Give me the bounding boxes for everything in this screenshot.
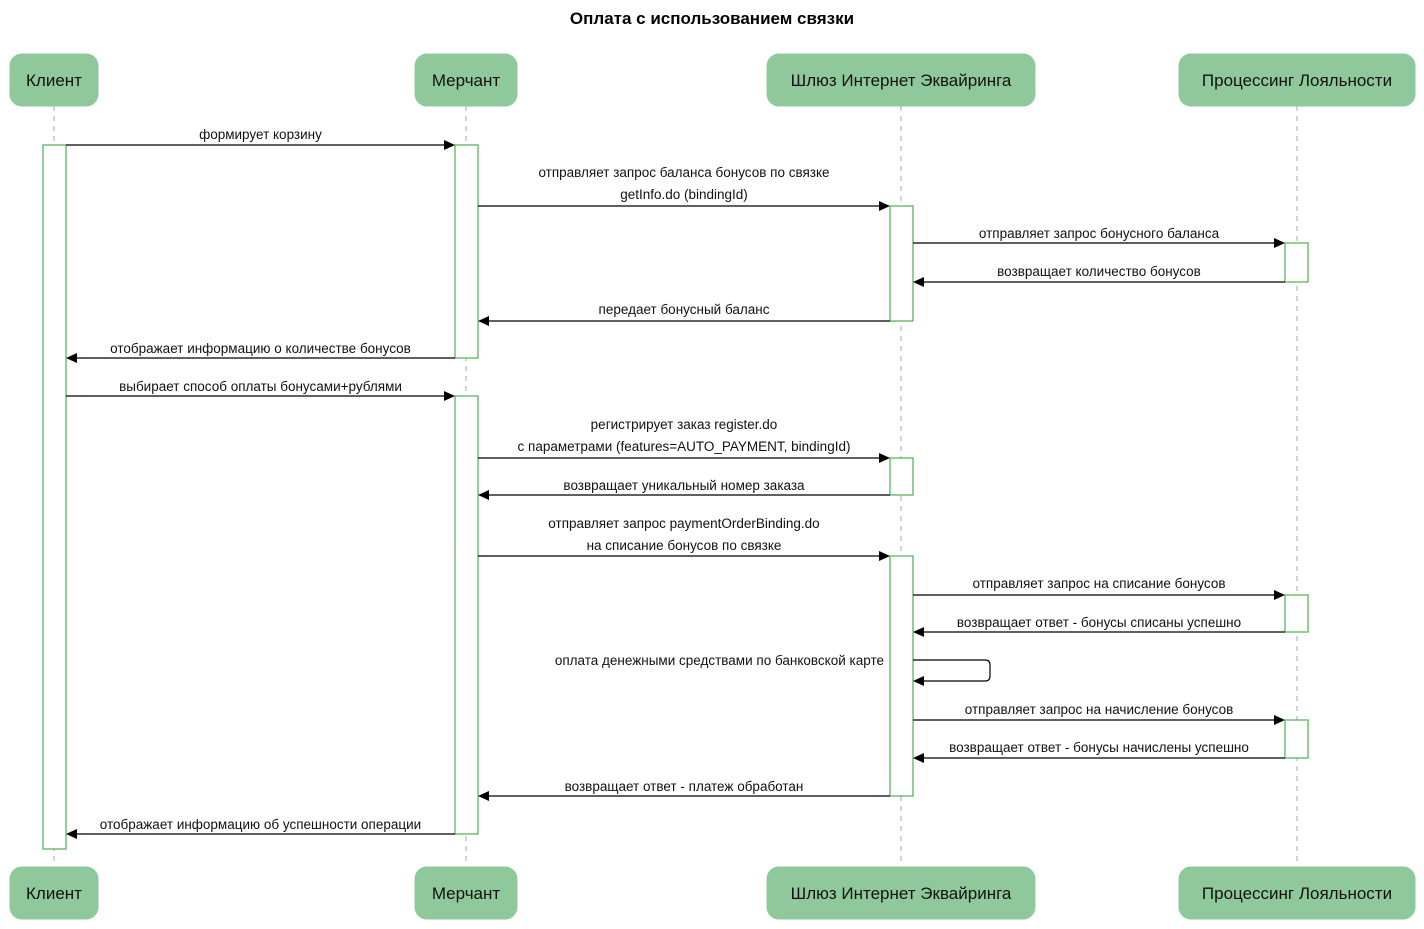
participants-top: Клиент Мерчант Шлюз Интернет Эквайринга Про… <box>9 53 1416 107</box>
message-13: оплата денежными средствами по банковско… <box>555 653 991 686</box>
message-4: возвращает количество бонусов <box>913 264 1285 287</box>
message-label: передает бонусный баланс <box>599 302 770 317</box>
participant-label: Мерчант <box>432 71 501 90</box>
message-2: отправляет запрос баланса бонусов по свя… <box>478 165 890 211</box>
activation-bar-gateway <box>889 205 914 322</box>
participant-loyalty-bottom: Процессинг Лояльности <box>1178 866 1416 920</box>
message-label: на списание бонусов по связке <box>587 538 782 553</box>
participant-label: Шлюз Интернет Эквайринга <box>791 71 1012 90</box>
participant-box <box>9 866 99 920</box>
message-3: отправляет запрос бонусного баланса <box>913 226 1285 248</box>
participant-client-bottom: Клиент <box>9 866 99 920</box>
message-6: отображает информацию о количестве бонус… <box>66 341 455 363</box>
arrow-head <box>1274 590 1285 600</box>
participant-box <box>414 866 518 920</box>
arrow-head <box>1274 715 1285 725</box>
self-message-arrow <box>913 659 991 682</box>
message-15: возвращает ответ - бонусы начислены успе… <box>913 740 1285 763</box>
participant-merchant-top: Мерчант <box>414 53 518 107</box>
message-label: отправляет запрос на списание бонусов <box>973 576 1226 591</box>
participants-bottom: Клиент Мерчант Шлюз Интернет Эквайринга Про… <box>9 866 1416 920</box>
participant-gateway-top: Шлюз Интернет Эквайринга <box>766 53 1036 107</box>
message-label: выбирает способ оплаты бонусами+рублями <box>119 379 402 394</box>
message-16: возвращает ответ - платеж обработан <box>478 779 890 801</box>
arrow-head <box>66 353 77 363</box>
message-11: отправляет запрос на списание бонусов <box>913 576 1285 600</box>
participant-label: Мерчант <box>432 884 501 903</box>
arrow-head <box>913 277 924 287</box>
participant-box <box>414 53 518 107</box>
participant-label: Шлюз Интернет Эквайринга <box>791 884 1012 903</box>
arrow-head <box>879 201 890 211</box>
activations <box>42 144 1309 850</box>
arrow-head <box>66 829 77 839</box>
arrow-head <box>879 551 890 561</box>
participant-client-top: Клиент <box>9 53 99 107</box>
arrow-head <box>444 140 455 150</box>
participant-box <box>1178 53 1416 107</box>
arrow-head <box>444 391 455 401</box>
participant-label: Клиент <box>26 71 82 90</box>
message-14: отправляет запрос на начисление бонусов <box>913 702 1285 725</box>
participant-label: Процессинг Лояльности <box>1202 71 1392 90</box>
arrow-head <box>1274 238 1285 248</box>
arrow-head <box>478 791 489 801</box>
message-label: возвращает количество бонусов <box>997 264 1201 279</box>
activation-bar-loyalty <box>1284 719 1309 759</box>
message-1: формирует корзину <box>66 127 455 150</box>
participant-label: Процессинг Лояльности <box>1202 884 1392 903</box>
messages: формирует корзину отправляет запрос балан… <box>66 127 1285 839</box>
message-label: возвращает ответ - бонусы списаны успешн… <box>957 615 1241 630</box>
message-label: возвращает ответ - платеж обработан <box>565 779 804 794</box>
message-label: оплата денежными средствами по банковско… <box>555 653 884 668</box>
participant-box <box>766 53 1036 107</box>
arrow-head <box>879 453 890 463</box>
arrow-head <box>913 753 924 763</box>
participant-loyalty-top: Процессинг Лояльности <box>1178 53 1416 107</box>
message-label: отправляет запрос бонусного баланса <box>979 226 1220 241</box>
activation-bar-client <box>42 144 67 850</box>
participant-box <box>9 53 99 107</box>
message-label: отправляет запрос на начисление бонусов <box>965 702 1234 717</box>
message-9: возвращает уникальный номер заказа <box>478 478 890 500</box>
participant-gateway-bottom: Шлюз Интернет Эквайринга <box>766 866 1036 920</box>
message-label: отправляет запрос paymentOrderBinding.do <box>548 516 819 531</box>
participant-merchant-bottom: Мерчант <box>414 866 518 920</box>
message-label: отображает информацию о количестве бонус… <box>110 341 411 356</box>
message-10: отправляет запрос paymentOrderBinding.do… <box>478 516 890 561</box>
message-label: getInfo.do (bindingId) <box>620 187 748 202</box>
message-label: отправляет запрос баланса бонусов по свя… <box>538 165 829 180</box>
activation-bar-loyalty <box>1284 242 1309 283</box>
message-label: отображает информацию об успешности опер… <box>100 817 421 832</box>
message-label: возвращает ответ - бонусы начислены успе… <box>949 740 1249 755</box>
message-7: выбирает способ оплаты бонусами+рублями <box>66 379 455 401</box>
activation-bar-gateway <box>889 555 914 797</box>
message-label: с параметрами (features=AUTO_PAYMENT, bi… <box>518 439 851 454</box>
participant-box <box>1178 866 1416 920</box>
participant-box <box>766 866 1036 920</box>
diagram-title: Оплата с использованием связки <box>570 9 854 28</box>
arrow-head <box>913 627 924 637</box>
message-label: регистрирует заказ register.do <box>591 417 778 432</box>
arrow-head <box>478 490 489 500</box>
message-12: возвращает ответ - бонусы списаны успешн… <box>913 615 1285 637</box>
participant-label: Клиент <box>26 884 82 903</box>
activation-bar-merchant <box>454 144 479 359</box>
message-5: передает бонусный баланс <box>478 302 890 326</box>
message-17: отображает информацию об успешности опер… <box>66 817 455 839</box>
message-label: формирует корзину <box>199 127 322 142</box>
activation-bar-loyalty <box>1284 594 1309 633</box>
arrow-head <box>913 676 924 686</box>
arrow-head <box>478 316 489 326</box>
message-label: возвращает уникальный номер заказа <box>563 478 805 493</box>
activation-bar-gateway <box>889 457 914 496</box>
message-8: регистрирует заказ register.do с параметр… <box>478 417 890 463</box>
activation-bar-merchant <box>454 395 479 835</box>
